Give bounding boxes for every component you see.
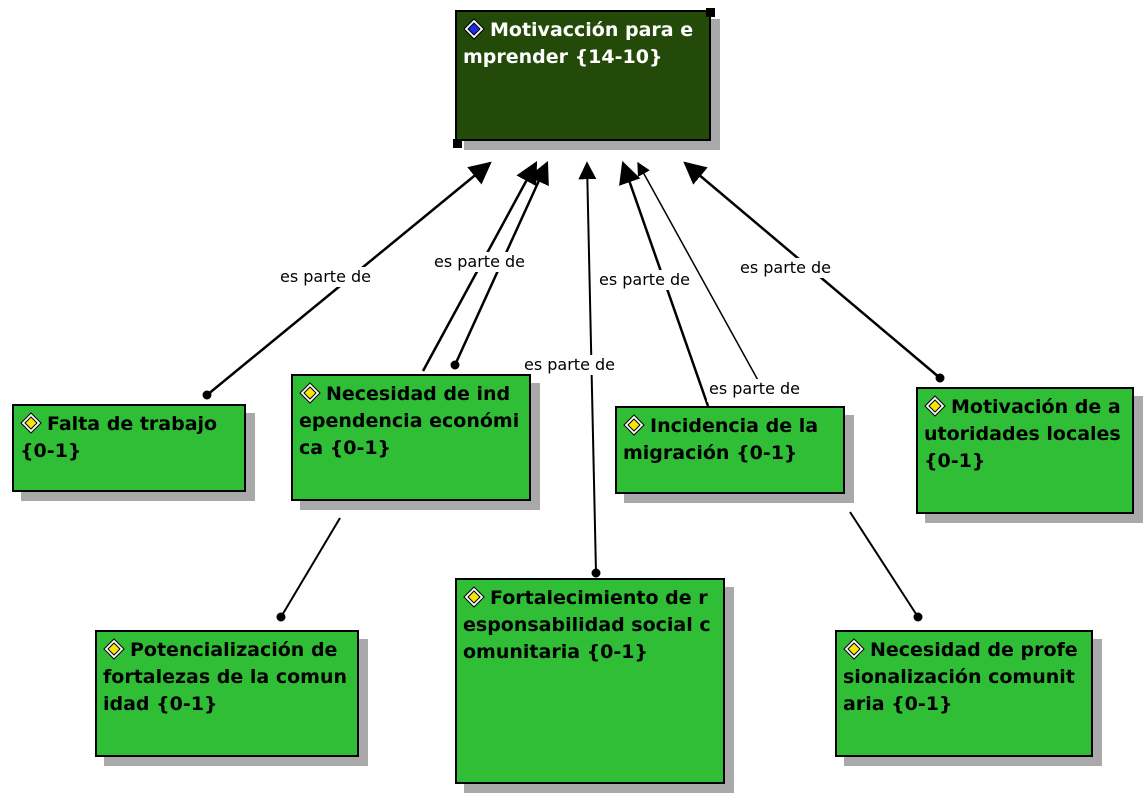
node-label: Necesidad de independencia económica {0-… (299, 383, 520, 459)
edge-label: es parte de (597, 270, 693, 290)
node-label: Motivación de autoridades locales {0-1} (924, 396, 1121, 472)
diamond-node-icon (103, 638, 125, 660)
root-node[interactable]: Motivacción para emprender {14-10} (455, 10, 711, 141)
edge-profesionalizacion (849, 511, 919, 618)
edge-dot (276, 612, 286, 622)
edge-dot (913, 612, 923, 622)
edge-label: es parte de (432, 252, 528, 272)
node-potencializacion[interactable]: Potencialización de fortalezas de la com… (95, 630, 359, 757)
node-label: Falta de trabajo {0-1} (20, 413, 218, 462)
edge-dot (202, 390, 212, 400)
diamond-node-icon (463, 18, 485, 40)
edge-migracion-b (637, 161, 771, 403)
node-necesidad-profesionalizacion[interactable]: Necesidad de profesionalización comunita… (835, 630, 1093, 757)
node-motivacion-autoridades[interactable]: Motivación de autoridades locales {0-1} (916, 387, 1134, 514)
node-label: Necesidad de profesionalización comunita… (843, 639, 1078, 715)
node-fortalecimiento[interactable]: Fortalecimiento de responsabilidad socia… (455, 578, 725, 784)
diamond-node-icon (623, 414, 645, 436)
diamond-node-icon (20, 412, 42, 434)
root-label: Motivacción para emprender {14-10} (463, 19, 694, 68)
edge-dot (450, 360, 460, 370)
node-label: Potencialización de fortalezas de la com… (103, 639, 348, 715)
edge-potencializacion (280, 517, 341, 618)
node-label: Fortalecimiento de responsabilidad socia… (463, 587, 711, 663)
edge-label: es parte de (522, 355, 618, 375)
edge-label: es parte de (707, 379, 803, 402)
node-label: Incidencia de la migración {0-1} (623, 415, 819, 464)
edge-label: es parte de (738, 258, 834, 278)
node-necesidad-independencia[interactable]: Necesidad de independencia económica {0-… (291, 374, 531, 501)
diamond-node-icon (843, 638, 865, 660)
diamond-node-icon (463, 586, 485, 608)
edge-dot (935, 373, 945, 383)
diamond-node-icon (924, 395, 946, 417)
node-falta-trabajo[interactable]: Falta de trabajo {0-1} (12, 404, 246, 492)
resize-handle[interactable] (706, 8, 715, 17)
diamond-node-icon (299, 382, 321, 404)
node-incidencia-migracion[interactable]: Incidencia de la migración {0-1} (615, 406, 845, 494)
edge-label: es parte de (278, 267, 374, 287)
edge-dot (591, 568, 601, 578)
resize-handle[interactable] (453, 139, 462, 148)
